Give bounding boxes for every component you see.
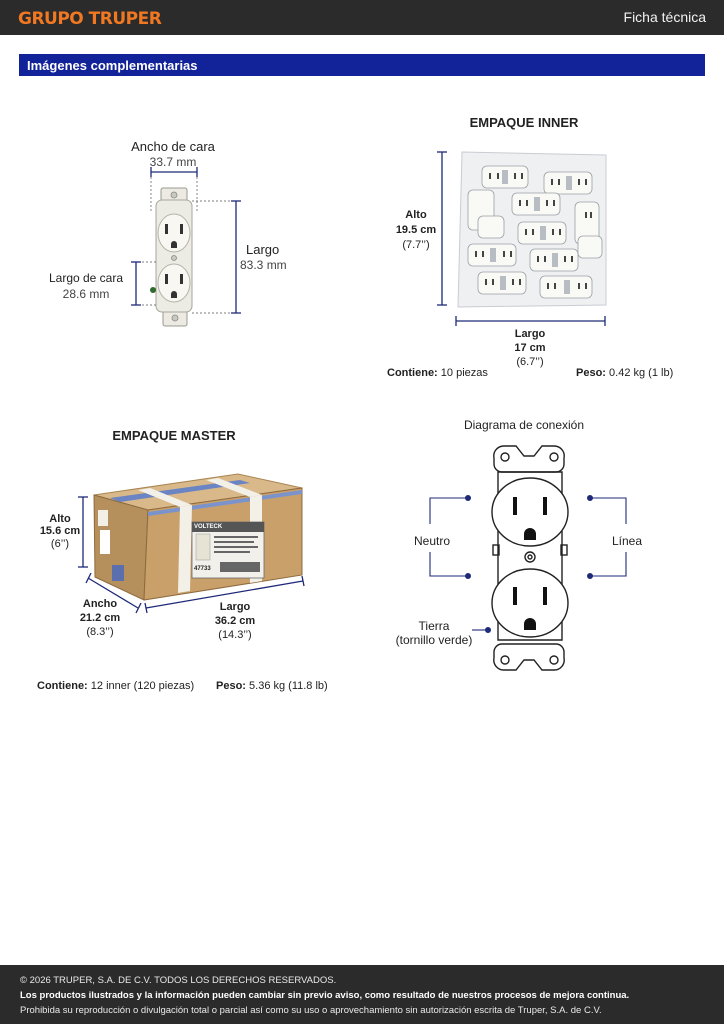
master-weight-value: 5.36 kg (11.8 lb)	[249, 680, 328, 692]
master-height-cm: 15.6 cm	[39, 525, 81, 537]
top-bar: GRUPO TRUPER Ficha técnica	[0, 0, 724, 35]
master-height-in: (6’’)	[50, 538, 70, 550]
inner-weight-label: Peso:	[576, 367, 606, 379]
inner-height-label: Alto	[405, 209, 427, 221]
inner-length-in: (6.7’’)	[516, 356, 544, 368]
master-width-label: Ancho	[82, 598, 118, 610]
master-weight-label: Peso:	[216, 680, 246, 692]
inner-length-label: Largo	[514, 328, 546, 340]
master-length-in: (14.3’’)	[218, 629, 252, 641]
master-length-label: Largo	[219, 601, 251, 613]
master-width-in: (8.3’’)	[86, 626, 114, 638]
master-height-label: Alto	[49, 513, 71, 525]
inner-weight: Peso: 0.42 kg (1 lb)	[576, 367, 673, 379]
inner-pack-title: EMPAQUE INNER	[469, 115, 579, 130]
master-contains-value: 12 inner (120 piezas)	[90, 680, 195, 692]
box-brand-label: VOLTECK	[194, 524, 223, 530]
footer-notice: Los productos ilustrados y la informació…	[20, 990, 630, 1001]
inner-contains-value: 10 piezas	[440, 367, 488, 379]
ground-screw-label: (tornillo verde)	[395, 633, 473, 647]
ground-label: Tierra	[418, 619, 450, 633]
length-value: 83.3 mm	[240, 258, 287, 272]
face-length-value: 28.6 mm	[62, 287, 110, 301]
neutral-label: Neutro	[414, 534, 451, 548]
section-header: Imágenes complementarias	[19, 54, 705, 76]
footer-prohibition: Prohibida su reproducción o divulgación …	[20, 1005, 602, 1016]
inner-length-cm: 17 cm	[514, 342, 546, 354]
line-label: Línea	[612, 534, 643, 548]
master-pack-title: EMPAQUE MASTER	[112, 428, 236, 443]
footer-copyright: © 2026 TRUPER, S.A. DE C.V. TODOS LOS DE…	[20, 975, 337, 986]
face-width-label: Ancho de cara	[131, 139, 215, 154]
box-code-label: 47733	[194, 566, 211, 572]
master-width-cm: 21.2 cm	[79, 612, 121, 624]
document-type: Ficha técnica	[623, 9, 706, 25]
master-contents: Contiene: 12 inner (120 piezas)	[37, 680, 194, 692]
master-length-cm: 36.2 cm	[214, 615, 256, 627]
master-weight: Peso: 5.36 kg (11.8 lb)	[216, 680, 328, 692]
master-contains-label: Contiene:	[37, 680, 88, 692]
face-length-label: Largo de cara	[48, 271, 124, 285]
face-width-value: 33.7 mm	[149, 155, 197, 169]
diagram-title: Diagrama de conexión	[463, 418, 585, 432]
inner-weight-value: 0.42 kg (1 lb)	[609, 367, 674, 379]
brand-logo: GRUPO TRUPER	[18, 9, 162, 29]
footer: © 2026 TRUPER, S.A. DE C.V. TODOS LOS DE…	[0, 965, 724, 1024]
inner-height-in: (7.7’’)	[402, 239, 430, 251]
inner-contents: Contiene: 10 piezas	[387, 367, 488, 379]
section-title: Imágenes complementarias	[27, 58, 198, 73]
length-label: Largo	[246, 242, 280, 257]
inner-height-cm: 19.5 cm	[395, 224, 437, 236]
inner-contains-label: Contiene:	[387, 367, 438, 379]
